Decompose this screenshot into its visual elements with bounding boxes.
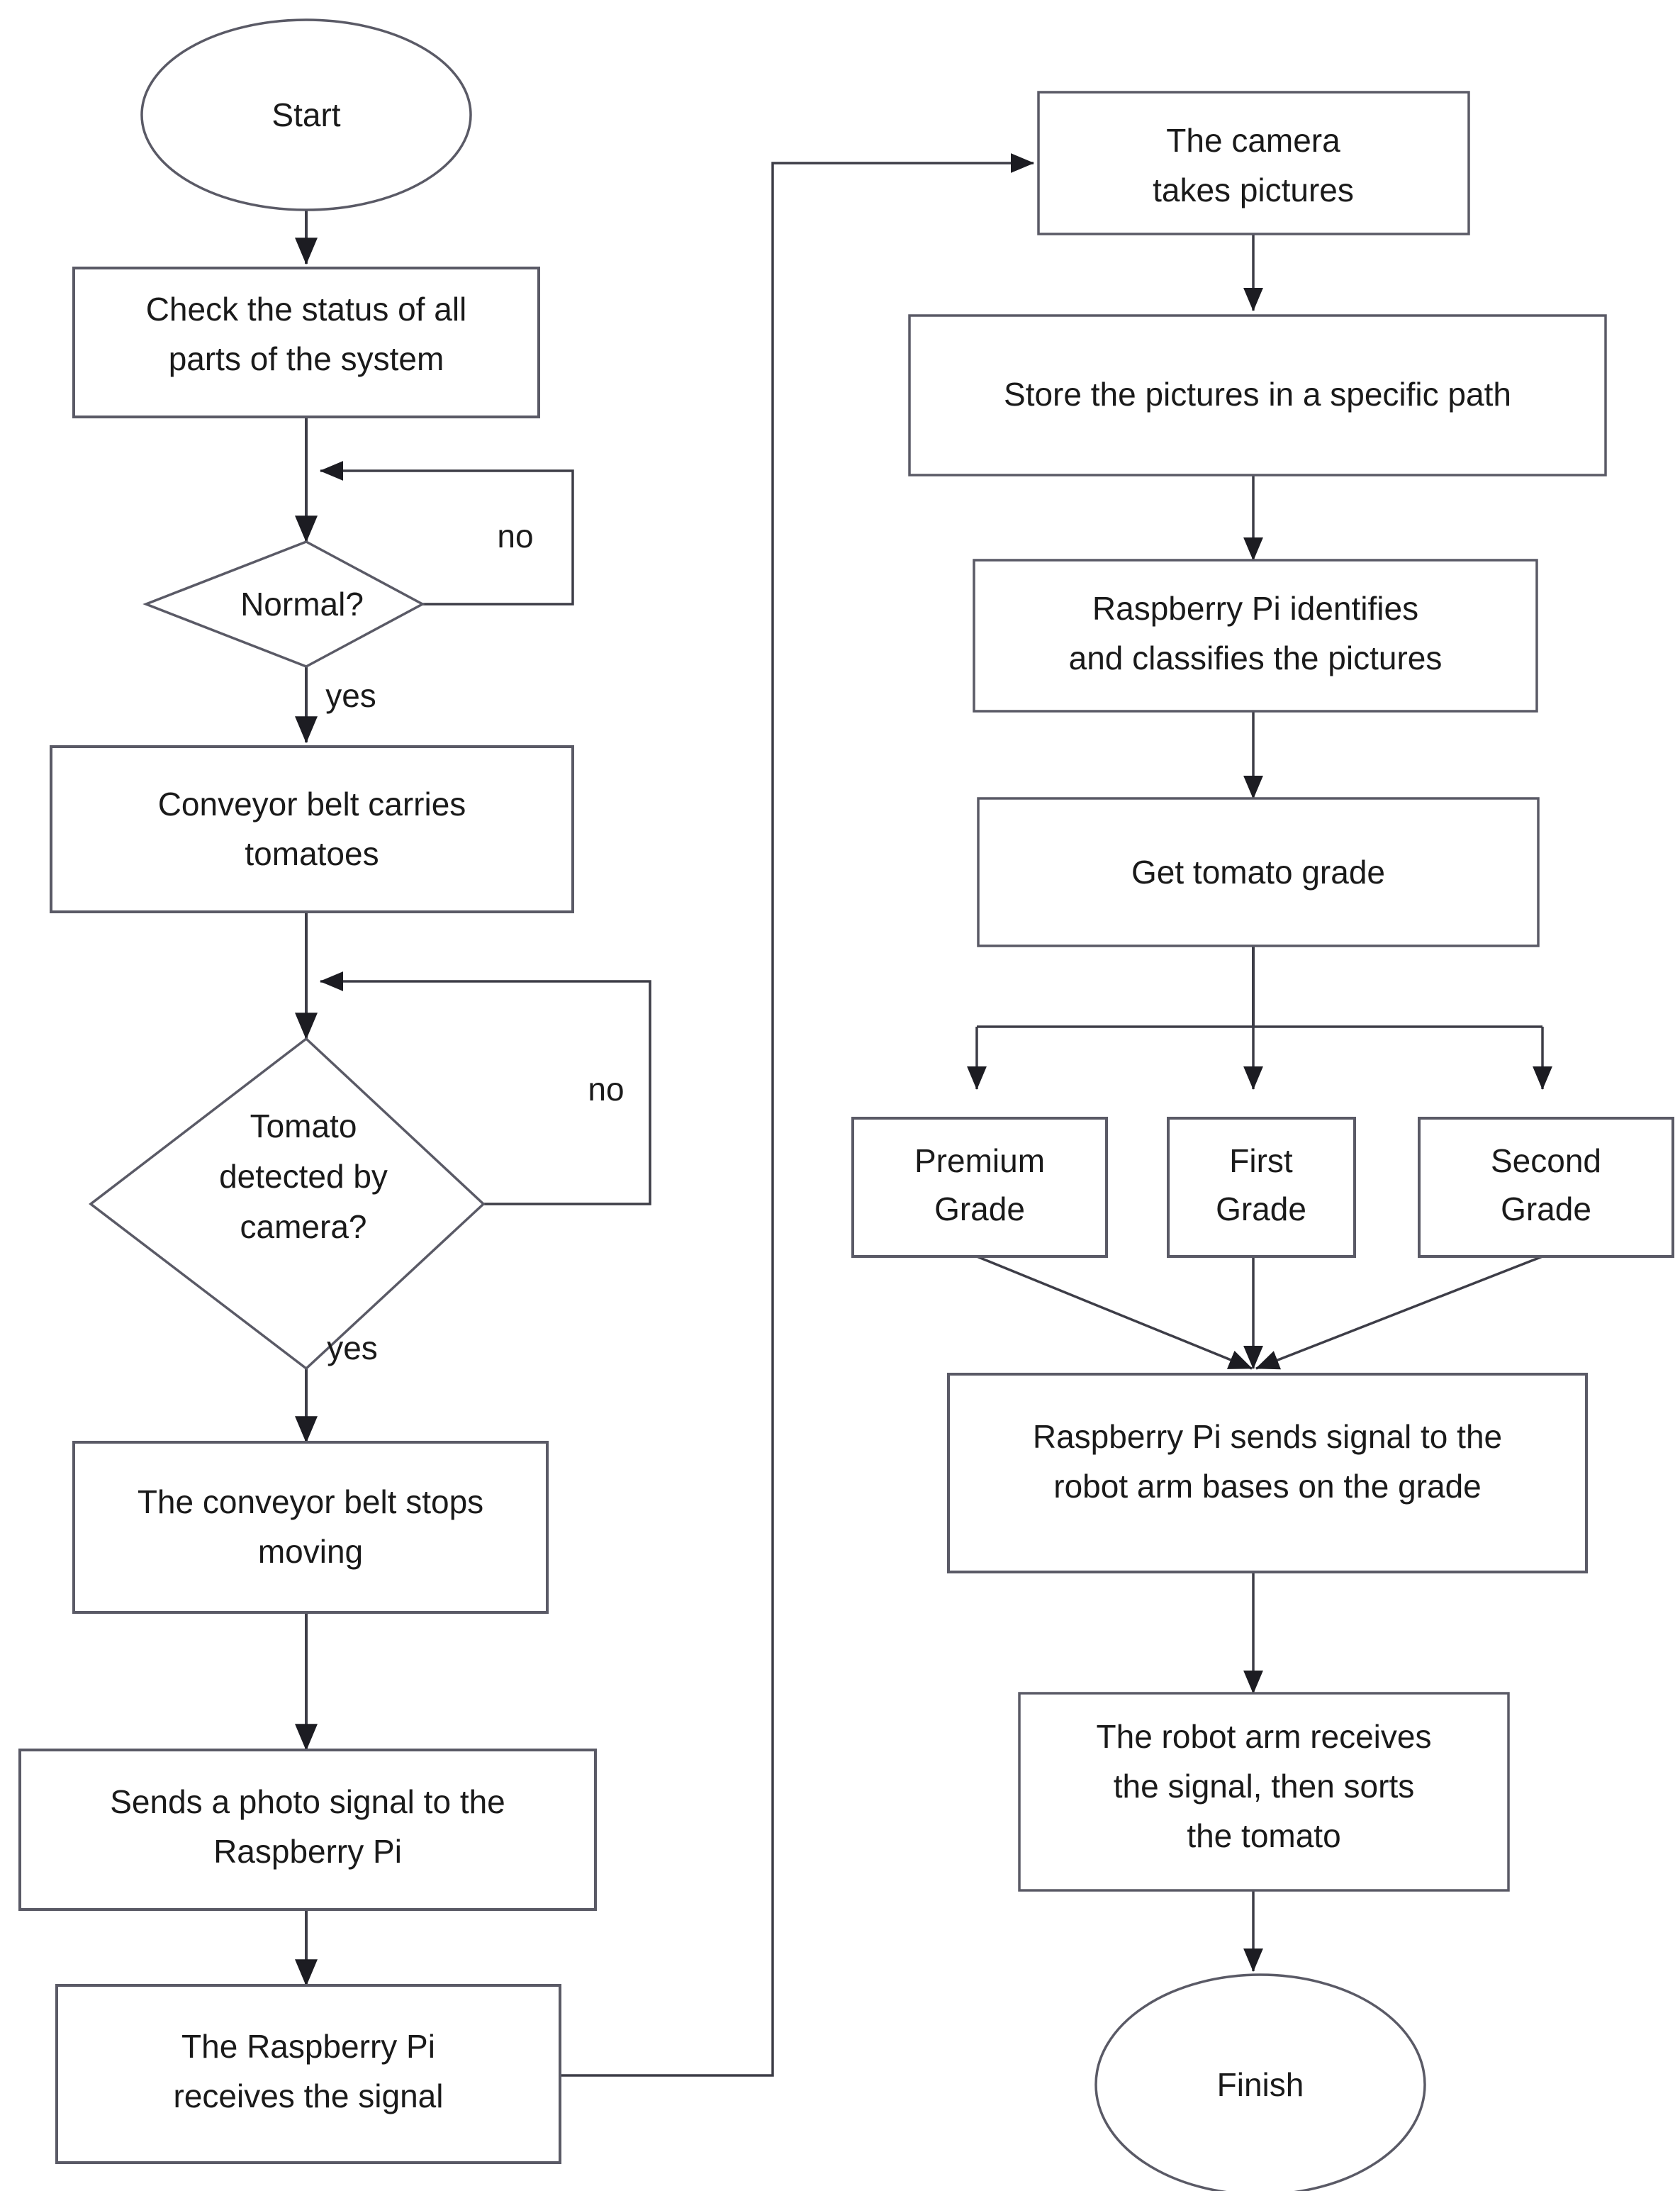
node-check-status[interactable]: Check the status of all parts of the sys… <box>72 267 540 418</box>
node-conveyor-carries-line1: Conveyor belt carries <box>158 786 466 823</box>
node-check-status-line1: Check the status of all <box>146 291 467 328</box>
edge-label-detected-no: no <box>588 1071 624 1108</box>
node-belt-stops[interactable]: The conveyor belt stops moving <box>72 1441 549 1614</box>
node-premium-grade[interactable]: Premium Grade <box>851 1117 1108 1258</box>
edge-label-normal-no: no <box>497 518 533 554</box>
node-camera-takes-line2: takes pictures <box>1153 172 1354 208</box>
node-start-label: Start <box>271 96 340 133</box>
node-second-grade[interactable]: Second Grade <box>1418 1117 1674 1258</box>
node-pi-sends-signal-line2: robot arm bases on the grade <box>1053 1468 1481 1505</box>
edge-detected-no-loop <box>319 971 651 1205</box>
node-send-photo-signal-line2: Raspberry Pi <box>213 1833 402 1870</box>
node-finish-label: Finish <box>1217 2066 1304 2103</box>
node-send-photo-signal[interactable]: Sends a photo signal to the Raspberry Pi <box>18 1749 597 1911</box>
node-pi-sends-signal-line1: Raspberry Pi sends signal to the <box>1033 1418 1502 1455</box>
node-pi-identifies-line1: Raspberry Pi identifies <box>1092 590 1418 627</box>
node-tomato-detected-line1: Tomato <box>250 1108 357 1144</box>
edge-pireceives-to-camera <box>560 153 1035 2077</box>
node-finish[interactable]: Finish <box>1094 1973 1426 2191</box>
node-first-grade-line2: Grade <box>1216 1191 1306 1227</box>
node-get-grade[interactable]: Get tomato grade <box>977 797 1540 947</box>
edge-grades-merge <box>976 1255 1543 1370</box>
node-conveyor-carries[interactable]: Conveyor belt carries tomatoes <box>50 745 574 913</box>
edge-label-detected-yes: yes <box>327 1329 378 1366</box>
node-belt-stops-line2: moving <box>258 1533 363 1570</box>
node-conveyor-carries-line2: tomatoes <box>245 835 379 872</box>
node-pi-receives-line2: receives the signal <box>174 2078 444 2114</box>
node-normal-decision-label: Normal? <box>240 586 364 623</box>
node-first-grade[interactable]: First Grade <box>1167 1117 1356 1258</box>
node-store-pictures[interactable]: Store the pictures in a specific path <box>908 314 1607 476</box>
node-tomato-detected[interactable]: Tomato detected by camera? <box>89 1037 486 1371</box>
node-belt-stops-line1: The conveyor belt stops <box>138 1483 483 1520</box>
node-tomato-detected-line2: detected by <box>219 1158 388 1195</box>
node-premium-grade-line1: Premium <box>914 1142 1045 1179</box>
node-pi-receives[interactable]: The Raspberry Pi receives the signal <box>55 1984 561 2164</box>
node-first-grade-line1: First <box>1229 1142 1293 1179</box>
node-pi-receives-line1: The Raspberry Pi <box>181 2028 435 2065</box>
node-get-grade-line1: Get tomato grade <box>1131 854 1385 891</box>
node-premium-grade-line2: Grade <box>934 1191 1025 1227</box>
node-arm-sorts[interactable]: The robot arm receives the signal, then … <box>1018 1692 1510 1892</box>
node-store-pictures-line1: Store the pictures in a specific path <box>1004 376 1511 413</box>
node-pi-identifies-line2: and classifies the pictures <box>1069 640 1443 676</box>
node-normal-decision[interactable]: Normal? <box>142 540 425 668</box>
edge-grade-fanout <box>967 946 1552 1091</box>
node-send-photo-signal-line1: Sends a photo signal to the <box>110 1783 505 1820</box>
node-camera-takes-line1: The camera <box>1166 122 1340 159</box>
node-arm-sorts-line3: the tomato <box>1187 1817 1340 1854</box>
node-pi-identifies[interactable]: Raspberry Pi identifies and classifies t… <box>973 559 1538 713</box>
node-tomato-detected-line3: camera? <box>240 1208 367 1245</box>
node-arm-sorts-line2: the signal, then sorts <box>1114 1768 1414 1805</box>
edge-label-normal-yes: yes <box>325 677 376 714</box>
node-start[interactable]: Start <box>140 18 472 211</box>
node-pi-sends-signal[interactable]: Raspberry Pi sends signal to the robot a… <box>947 1373 1588 1573</box>
node-check-status-line2: parts of the system <box>169 340 444 377</box>
node-second-grade-line2: Grade <box>1501 1191 1591 1227</box>
node-camera-takes[interactable]: The camera takes pictures <box>1037 91 1470 235</box>
edge-normal-no-loop <box>319 461 574 606</box>
node-second-grade-line1: Second <box>1491 1142 1601 1179</box>
node-arm-sorts-line1: The robot arm receives <box>1097 1718 1432 1755</box>
